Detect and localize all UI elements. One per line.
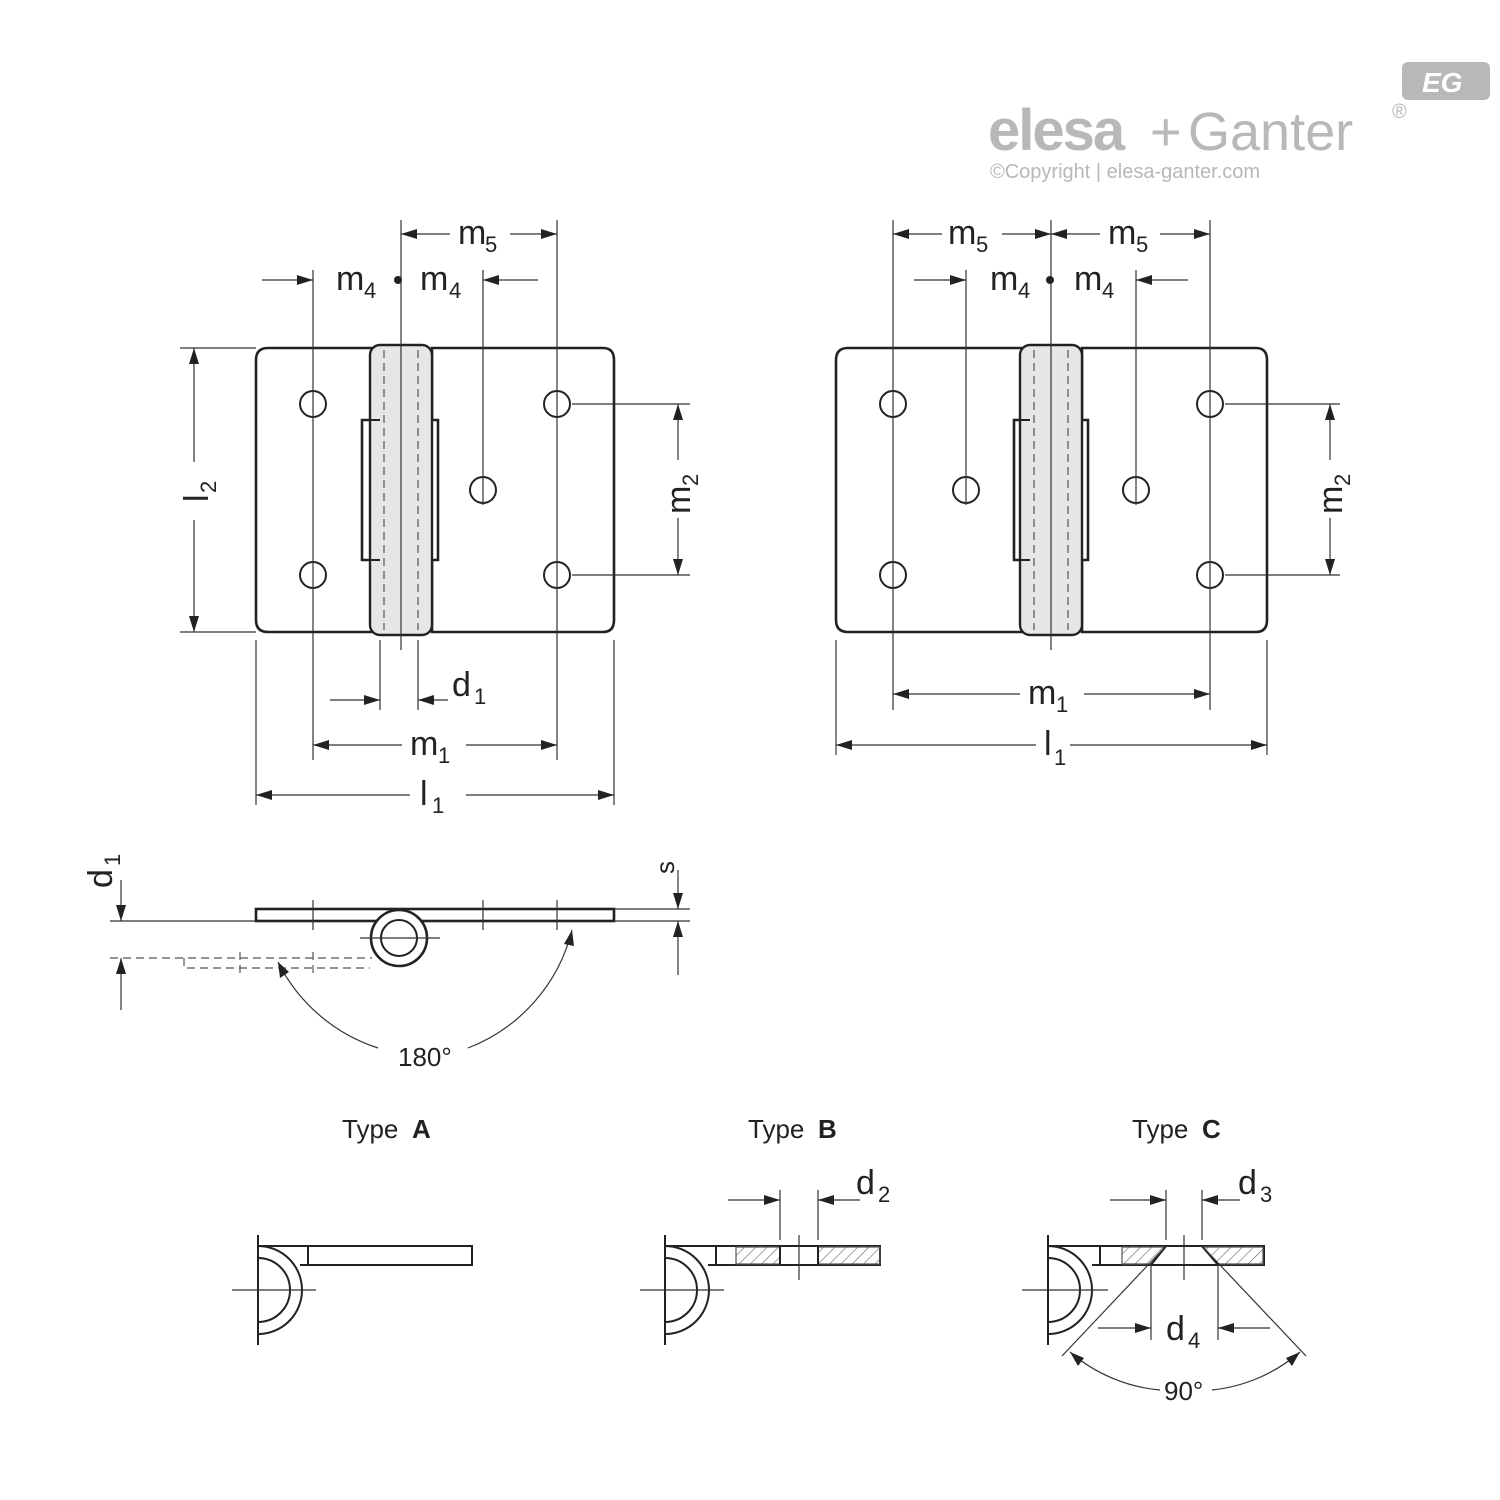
type-a-section: Type A xyxy=(232,1114,473,1345)
dim-d1-subscript: 1 xyxy=(100,854,125,866)
type-b-section: Type B d 2 xyxy=(640,1114,890,1345)
brand-registered-mark: ® xyxy=(1392,101,1407,123)
dim-m4-label: m xyxy=(990,260,1018,298)
dim-m1-label: m xyxy=(1028,674,1056,712)
dim-m5-label: m xyxy=(458,214,486,252)
dim-m2-label: m xyxy=(660,486,698,514)
top-view-left: m 5 m 4 m 4 l 2 m 2 d xyxy=(178,214,703,818)
dim-s-label: s xyxy=(650,861,680,874)
dim-d4-label: d xyxy=(1166,1310,1185,1348)
dim-m5-subscript: 5 xyxy=(485,232,497,257)
dim-d3-subscript: 3 xyxy=(1260,1182,1272,1207)
dim-l2-subscript: 2 xyxy=(196,481,221,493)
brand-badge-icon: EG xyxy=(1402,62,1490,100)
type-c-letter: C xyxy=(1202,1114,1221,1144)
top-view-right: m 5 m 5 m 4 m 4 m 2 m 1 xyxy=(834,214,1355,770)
brand-logo: elesa + Ganter ® EG ©Copyright | elesa-g… xyxy=(988,62,1490,183)
dim-d4-subscript: 4 xyxy=(1188,1328,1200,1353)
type-c-prefix: Type xyxy=(1132,1114,1188,1144)
angle-180-label: 180° xyxy=(398,1042,452,1072)
type-a-prefix: Type xyxy=(342,1114,398,1144)
dim-m1-subscript: 1 xyxy=(1056,692,1068,717)
dim-m5-subscript: 5 xyxy=(976,232,988,257)
dim-m4-label: m xyxy=(336,260,364,298)
dim-m4-label: m xyxy=(1074,260,1102,298)
dim-l2-label: l xyxy=(178,494,216,502)
brand-ganter-text: Ganter xyxy=(1188,102,1353,162)
left-leaf-b xyxy=(430,346,616,634)
dim-l1-label: l xyxy=(420,775,428,813)
dim-d1-label: d xyxy=(82,869,120,888)
dim-m5-label: m xyxy=(1108,214,1136,252)
dim-m2-subscript: 2 xyxy=(1330,474,1355,486)
dim-m4-subscript: 4 xyxy=(449,278,461,303)
dim-m1-label: m xyxy=(410,725,438,763)
brand-copyright: ©Copyright | elesa-ganter.com xyxy=(990,161,1260,183)
type-b-prefix: Type xyxy=(748,1114,804,1144)
brand-badge-text: EG xyxy=(1422,67,1462,98)
side-leaf xyxy=(254,907,616,923)
dim-l1-subscript: 1 xyxy=(1054,745,1066,770)
dim-l1-label: l xyxy=(1044,725,1052,763)
dim-d2-subscript: 2 xyxy=(878,1182,890,1207)
dim-l1-subscript: 1 xyxy=(432,793,444,818)
dim-d1-subscript: 1 xyxy=(474,684,486,709)
dim-m4-subscript: 4 xyxy=(364,278,376,303)
brand-plus-text: + xyxy=(1150,102,1182,162)
dim-m1-subscript: 1 xyxy=(438,743,450,768)
brand-elesa-text: elesa xyxy=(988,98,1126,163)
dim-m4-label: m xyxy=(420,260,448,298)
side-view: d 1 s 180° xyxy=(82,854,690,1072)
dim-m2-label: m xyxy=(1312,486,1350,514)
dim-d3-label: d xyxy=(1238,1164,1257,1202)
dim-m5-subscript: 5 xyxy=(1136,232,1148,257)
dim-m4-subscript: 4 xyxy=(1018,278,1030,303)
type-c-section: Type C d 3 d 4 xyxy=(1022,1114,1307,1406)
angle-90-label: 90° xyxy=(1164,1376,1203,1406)
dim-m5-label: m xyxy=(948,214,976,252)
dim-d1-label: d xyxy=(452,666,471,704)
type-b-letter: B xyxy=(818,1114,837,1144)
dim-m4-subscript: 4 xyxy=(1102,278,1114,303)
dim-d2-label: d xyxy=(856,1164,875,1202)
dim-m2-subscript: 2 xyxy=(678,474,703,486)
right-leaf-b xyxy=(1080,346,1269,634)
right-leaf-a xyxy=(834,346,1032,634)
type-a-letter: A xyxy=(412,1114,431,1144)
